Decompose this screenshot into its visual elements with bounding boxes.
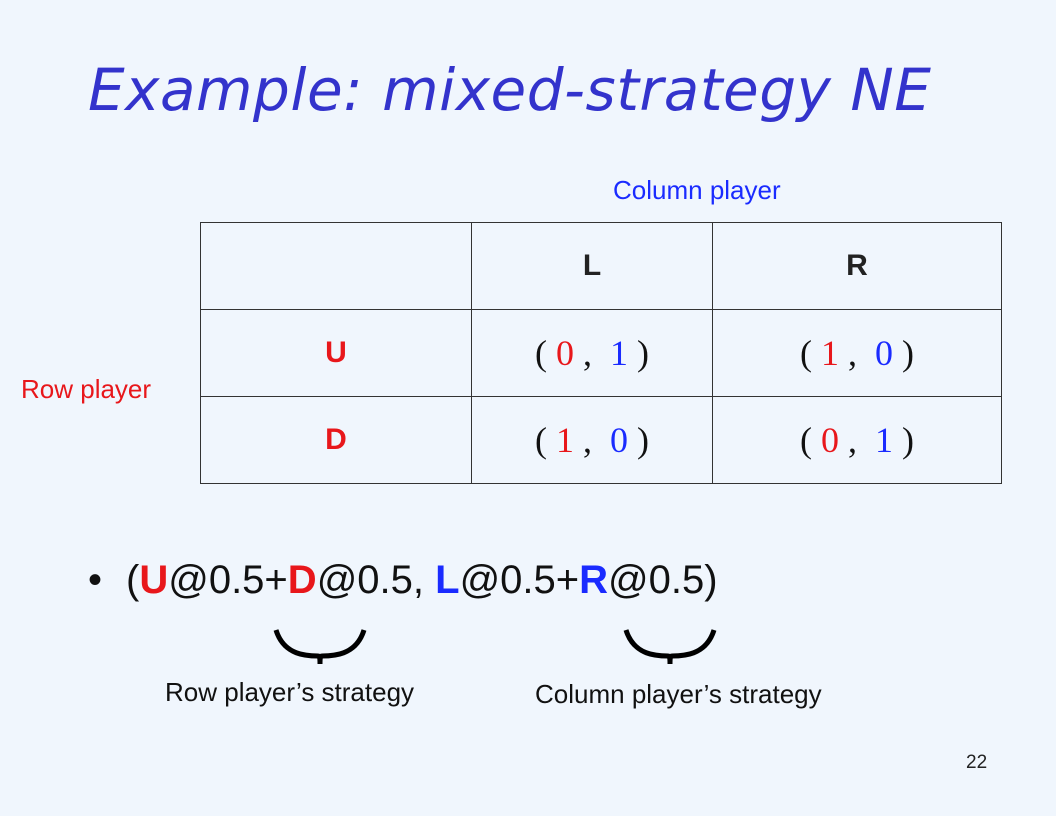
prob-d: @0.5,: [316, 558, 436, 602]
table-row: U ( 0 , 1 ) ( 1 , 0 ): [200, 309, 1002, 397]
row-payoff: 0: [821, 420, 839, 460]
open-paren: (: [126, 558, 140, 602]
strategy-u: U: [139, 558, 169, 602]
slide-title: Example: mixed-strategy NE: [88, 56, 932, 124]
col-payoff: 0: [610, 420, 628, 460]
payoff-cell-dr: ( 0 , 1 ): [712, 396, 1002, 484]
bullet-icon: •: [88, 558, 103, 602]
row-strategy-brace-icon: [273, 629, 367, 665]
column-player-label: Column player: [613, 175, 781, 205]
header-row: L R: [200, 222, 1002, 310]
page-number: 22: [966, 752, 988, 773]
table-row: D ( 1 , 0 ) ( 0 , 1 ): [200, 396, 1002, 484]
prob-u: @0.5+: [168, 558, 288, 602]
col-header-r: R: [712, 222, 1002, 310]
col-payoff: 1: [610, 333, 628, 373]
col-payoff: 0: [875, 333, 893, 373]
payoff-cell-ur: ( 1 , 0 ): [712, 309, 1002, 397]
strategy-profile: •(U@0.5+D@0.5, L@0.5+R@0.5): [88, 558, 718, 603]
row-payoff: 1: [556, 420, 574, 460]
corner-cell: [200, 222, 472, 310]
prob-r: @0.5): [608, 558, 718, 602]
col-payoff: 1: [875, 420, 893, 460]
row-header-d: D: [200, 396, 472, 484]
row-strategy-label: Row player’s strategy: [165, 677, 415, 707]
strategy-l: L: [435, 558, 460, 602]
payoff-cell-ul: ( 0 , 1 ): [471, 309, 713, 397]
col-header-l: L: [471, 222, 713, 310]
row-payoff: 1: [821, 333, 839, 373]
payoff-cell-dl: ( 1 , 0 ): [471, 396, 713, 484]
row-header-u: U: [200, 309, 472, 397]
column-strategy-label: Column player’s strategy: [535, 679, 822, 709]
column-strategy-brace-icon: [623, 629, 717, 665]
prob-l: @0.5+: [459, 558, 580, 602]
strategy-d: D: [287, 558, 317, 602]
payoff-matrix: L R U ( 0 , 1 ) ( 1 , 0 ) D ( 1 , 0 ) ( …: [200, 222, 1002, 484]
strategy-r: R: [579, 558, 609, 602]
row-payoff: 0: [556, 333, 574, 373]
row-player-label: Row player: [21, 374, 152, 404]
